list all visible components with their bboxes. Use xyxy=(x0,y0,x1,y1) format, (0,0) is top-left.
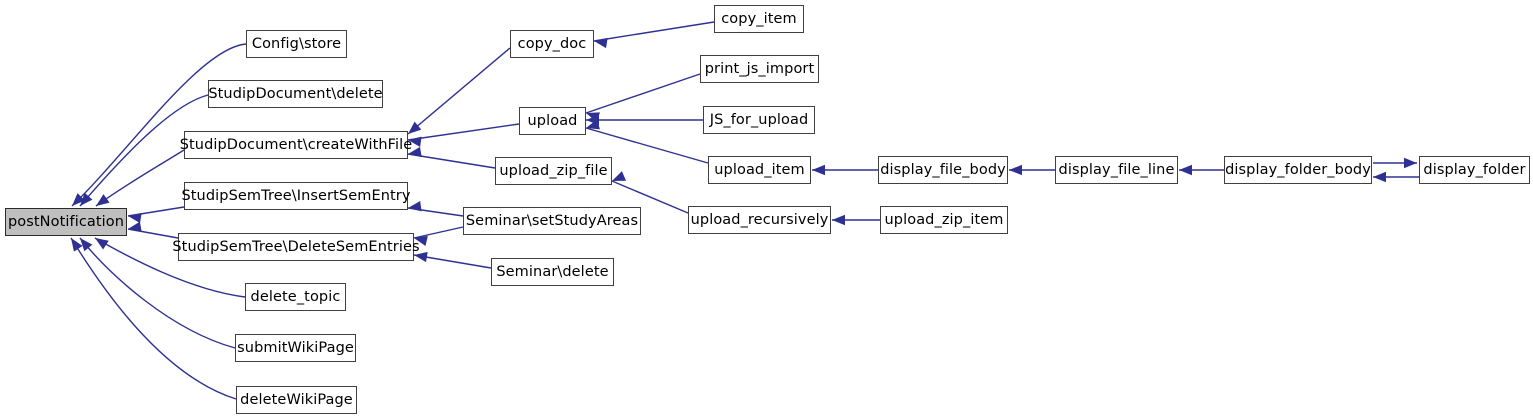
graph-node-upload[interactable]: upload xyxy=(519,107,586,135)
graph-node-label: display_file_body xyxy=(880,161,1006,178)
graph-node-delete_topic[interactable]: delete_topic xyxy=(245,283,346,311)
graph-node-label: copy_item xyxy=(721,10,797,27)
graph-node-postNotification[interactable]: postNotification xyxy=(5,208,127,236)
graph-node-label: deleteWikiPage xyxy=(240,391,353,408)
graph-node-label: display_folder_body xyxy=(1225,161,1371,178)
graph-node-print_js_import[interactable]: print_js_import xyxy=(700,55,819,83)
graph-node-label: postNotification xyxy=(7,213,125,230)
graph-node-submitWikiPage[interactable]: submitWikiPage xyxy=(235,334,356,362)
graph-node-StudipSemTree_InsertSemEntry[interactable]: StudipSemTree\InsertSemEntry xyxy=(181,182,410,210)
graph-node-label: display_folder xyxy=(1423,161,1526,178)
graph-node-label: StudipSemTree\InsertSemEntry xyxy=(181,187,411,204)
graph-node-label: copy_doc xyxy=(517,35,587,52)
graph-node-display_folder_body[interactable]: display_folder_body xyxy=(1224,156,1372,184)
graph-node-copy_item[interactable]: copy_item xyxy=(714,5,804,33)
graph-node-copy_doc[interactable]: copy_doc xyxy=(510,30,594,58)
graph-node-StudipSemTree_DeleteSemEntries[interactable]: StudipSemTree\DeleteSemEntries xyxy=(172,233,420,261)
graph-node-label: upload_zip_file xyxy=(499,162,608,179)
graph-node-Seminar_setStudyAreas[interactable]: Seminar\setStudyAreas xyxy=(463,207,641,235)
graph-node-upload_item[interactable]: upload_item xyxy=(708,156,811,184)
graph-node-display_folder[interactable]: display_folder xyxy=(1419,156,1530,184)
graph-node-label: StudipDocument\delete xyxy=(208,85,383,102)
graph-node-upload_zip_file[interactable]: upload_zip_file xyxy=(495,157,612,185)
graph-node-label: submitWikiPage xyxy=(237,339,354,356)
graph-node-StudipDocument_delete[interactable]: StudipDocument\delete xyxy=(208,80,383,108)
graph-node-label: upload_recursively xyxy=(690,211,829,228)
graph-node-StudipDocument_createWithFile[interactable]: StudipDocument\createWithFile xyxy=(180,131,412,159)
graph-node-upload_recursively[interactable]: upload_recursively xyxy=(688,206,831,234)
graph-node-deleteWikiPage[interactable]: deleteWikiPage xyxy=(236,386,357,414)
graph-node-label: StudipDocument\createWithFile xyxy=(179,136,413,153)
graph-node-Config_store[interactable]: Config\store xyxy=(246,30,347,58)
graph-node-label: display_file_line xyxy=(1058,161,1175,178)
graph-node-label: StudipSemTree\DeleteSemEntries xyxy=(172,238,420,255)
graph-node-label: print_js_import xyxy=(704,60,815,77)
graph-node-label: upload xyxy=(527,112,578,129)
graph-node-label: upload_zip_item xyxy=(884,211,1004,228)
graph-node-label: Seminar\setStudyAreas xyxy=(465,212,639,229)
graph-node-label: upload_item xyxy=(714,161,805,178)
graph-node-label: JS_for_upload xyxy=(709,111,809,128)
graph-node-Seminar_delete[interactable]: Seminar\delete xyxy=(491,258,614,286)
graph-node-label: Seminar\delete xyxy=(496,263,609,280)
graph-node-display_file_line[interactable]: display_file_line xyxy=(1055,156,1178,184)
graph-node-upload_zip_item[interactable]: upload_zip_item xyxy=(880,206,1008,234)
graph-node-JS_for_upload[interactable]: JS_for_upload xyxy=(703,106,815,134)
graph-node-label: Config\store xyxy=(251,35,342,52)
graph-node-display_file_body[interactable]: display_file_body xyxy=(878,156,1008,184)
graph-node-label: delete_topic xyxy=(250,288,341,305)
